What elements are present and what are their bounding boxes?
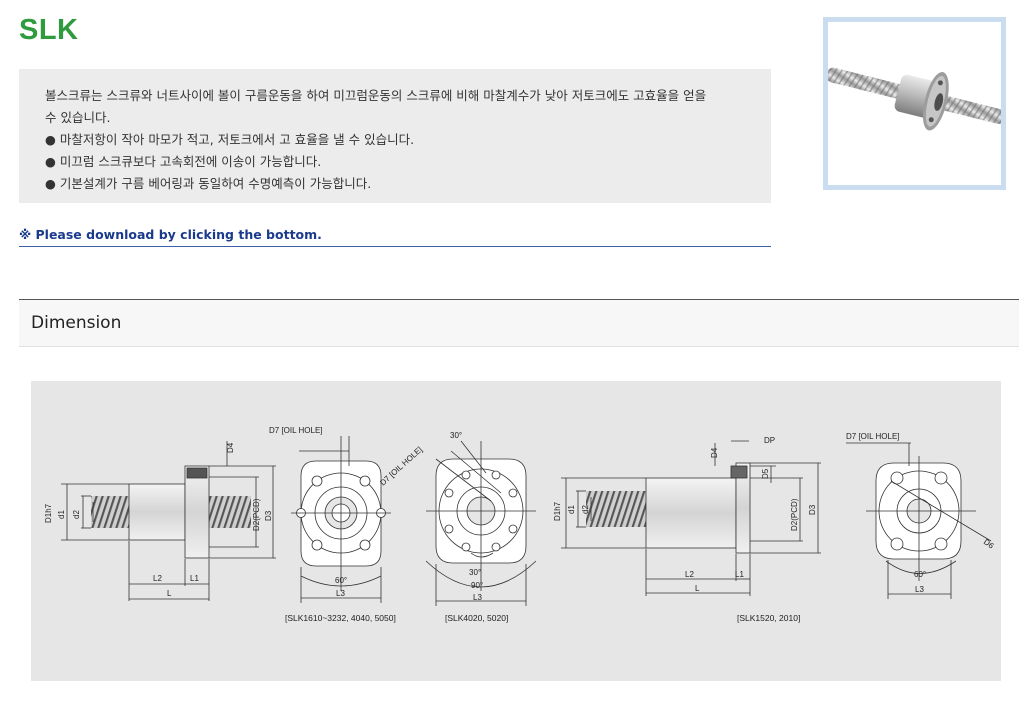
dimension-drawing: D4 D1h7 d1 d2 D2(PCD) D3 L2 L1 L D7 [OIL… — [31, 381, 1001, 681]
label-D7-oil-hole: D7 [OIL HOLE] — [269, 426, 323, 435]
label-L3: L3 — [915, 585, 924, 594]
ball-screw-photo — [825, 67, 1007, 131]
description-bullet: 미끄럼 스크큐보다 고속회전에 이송이 가능합니다. — [45, 151, 751, 173]
label-L3: L3 — [336, 589, 345, 598]
side-view-2 — [561, 440, 821, 596]
label-L3: L3 — [473, 593, 482, 602]
label-D3: D3 — [808, 504, 817, 515]
label-D1h7: D1h7 — [44, 503, 53, 523]
label-angle-30: 30° — [450, 431, 462, 440]
label-D1h7: D1h7 — [553, 501, 562, 521]
label-angle-90: 90° — [471, 581, 483, 590]
label-L: L — [167, 589, 172, 598]
description-intro-cont: 수 있습니다. — [45, 110, 111, 125]
product-description: 볼스크류는 스크류와 너트사이에 볼이 구름운동을 하여 미끄럼운동의 스크류에… — [19, 69, 771, 203]
label-angle-60: 60° — [914, 570, 926, 579]
description-bullet: 마찰저항이 작아 마모가 적고, 저토크에서 고 효율을 낼 수 있습니다. — [45, 129, 751, 151]
label-D4: D4 — [226, 442, 235, 453]
label-D7-oil-hole: D7 [OIL HOLE] — [378, 445, 424, 487]
dimension-heading: Dimension — [31, 313, 122, 333]
label-D7-oil-hole: D7 [OIL HOLE] — [846, 432, 900, 441]
download-notice[interactable]: ※ Please download by clicking the bottom… — [19, 227, 771, 247]
technical-drawing: D4 D1h7 d1 d2 D2(PCD) D3 L2 L1 L D7 [OIL… — [44, 426, 996, 623]
label-d2: d2 — [581, 505, 590, 514]
front-view-3 — [846, 442, 992, 599]
label-L1: L1 — [190, 574, 199, 583]
label-L1: L1 — [735, 570, 744, 579]
description-bullet: 기본설계가 구름 베어링과 동일하여 수명예측이 가능합니다. — [45, 173, 751, 195]
label-D2PCD: D2(PCD) — [790, 498, 799, 531]
label-L: L — [695, 584, 700, 593]
description-intro: 볼스크류는 스크류와 너트사이에 볼이 구름운동을 하여 미끄럼운동의 스크류에… — [45, 88, 707, 103]
dimension-section-header: Dimension — [19, 299, 1019, 347]
label-D4: D4 — [710, 447, 719, 458]
label-d2: d2 — [72, 510, 81, 519]
label-D3: D3 — [264, 510, 273, 521]
front-view-1 — [291, 436, 391, 603]
caption-slk1610: [SLK1610~3232, 4040, 5050] — [285, 613, 396, 623]
label-angle-60: 60° — [335, 576, 347, 585]
label-D2PCD: D2(PCD) — [252, 498, 261, 531]
label-D6: D6 — [982, 537, 996, 551]
label-DP: DP — [764, 436, 775, 445]
caption-slk1520: [SLK1520, 2010] — [737, 613, 800, 623]
side-view-1 — [61, 441, 276, 601]
label-d1: d1 — [567, 505, 576, 514]
label-L2: L2 — [685, 570, 694, 579]
label-D5: D5 — [761, 468, 770, 479]
product-image — [823, 17, 1007, 190]
front-view-2 — [425, 440, 537, 606]
caption-slk4020: [SLK4020, 5020] — [445, 613, 508, 623]
label-angle-30: 30° — [469, 568, 481, 577]
page-title: SLK — [19, 14, 79, 46]
label-L2: L2 — [153, 574, 162, 583]
label-d1: d1 — [57, 510, 66, 519]
